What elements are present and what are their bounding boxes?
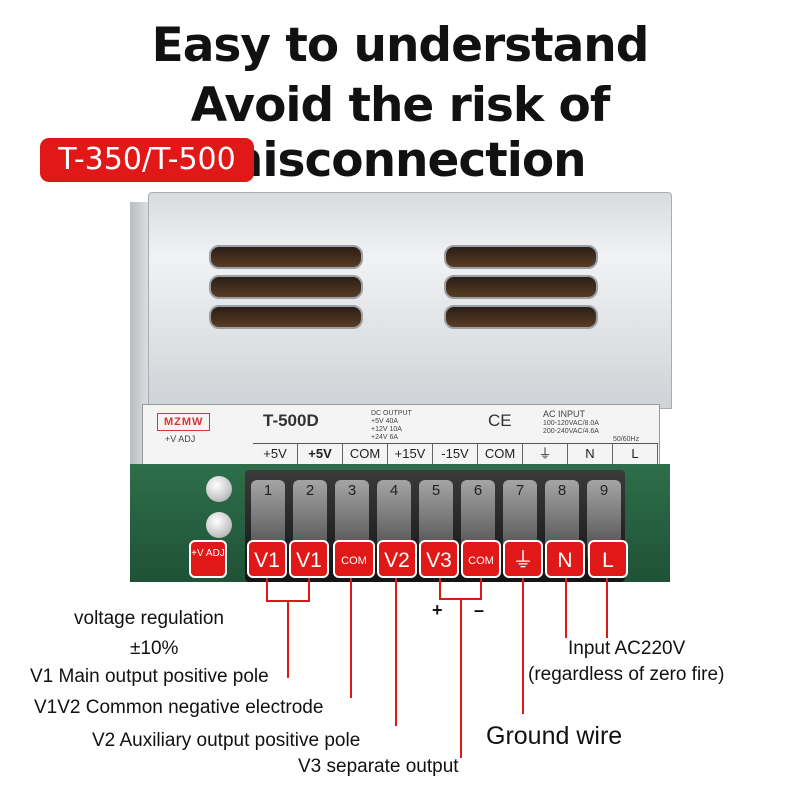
leader-line-v3-right bbox=[480, 578, 482, 600]
vent-slot bbox=[444, 245, 598, 269]
terminal-label: -15V bbox=[433, 444, 478, 464]
annotation-voltage-regulation: voltage regulation bbox=[74, 608, 224, 629]
annotation-tolerance: ±10% bbox=[130, 638, 179, 659]
terminal-label: L bbox=[613, 444, 658, 464]
terminal-number: 2 bbox=[305, 482, 315, 499]
headline-line-2: Avoid the risk of misconnection bbox=[190, 78, 611, 188]
vent-slot bbox=[444, 275, 598, 299]
annotation-v2: V2 Auxiliary output positive pole bbox=[92, 730, 361, 751]
terminal-label: COM bbox=[478, 444, 523, 464]
ac-input-title: AC INPUT bbox=[543, 409, 586, 419]
vent-slot bbox=[209, 245, 363, 269]
model-badge: T-350/T-500 bbox=[40, 138, 254, 182]
terminal-number: 3 bbox=[347, 482, 357, 499]
annotation-input: Input AC220V bbox=[568, 638, 686, 659]
polarity-minus: – bbox=[474, 600, 485, 620]
spec-label-plate: MZMW T-500D DC OUTPUT +5V 40A +12V 10A +… bbox=[142, 404, 660, 468]
adjust-potentiometer-icon bbox=[206, 512, 232, 538]
terminal-number: 5 bbox=[431, 482, 441, 499]
terminal-number: 6 bbox=[473, 482, 483, 499]
dc-output-line: +12V 10A bbox=[371, 426, 402, 433]
leader-line-v1-left bbox=[266, 578, 268, 602]
dc-output-line: +5V 40A bbox=[371, 418, 399, 425]
headline-line-1: Easy to understand bbox=[151, 18, 650, 73]
ac-input-line: 50/60Hz bbox=[613, 436, 640, 443]
annotation-v3: V3 separate output bbox=[298, 756, 459, 777]
terminal-number: 4 bbox=[389, 482, 399, 499]
leader-line-l bbox=[606, 578, 608, 638]
tag-adj: +V ADJ bbox=[189, 540, 227, 578]
terminal-label: ⏚ bbox=[523, 444, 568, 464]
leader-line-v3 bbox=[460, 598, 462, 758]
terminal-label: +5V bbox=[298, 444, 343, 464]
annotation-v1v2-common: V1V2 Common negative electrode bbox=[34, 697, 324, 718]
tag-com: COM bbox=[461, 540, 501, 578]
ce-mark: CE bbox=[488, 411, 512, 430]
ac-input-line: 200-240VAC/4.6A bbox=[543, 428, 599, 435]
psu-model-text: T-500D bbox=[263, 411, 319, 430]
annotation-input-note: (regardless of zero fire) bbox=[528, 664, 725, 685]
leader-line-ground bbox=[522, 578, 524, 714]
vent-slot bbox=[209, 275, 363, 299]
dc-output-line: +24V 6A bbox=[371, 434, 399, 441]
ac-input-line: 100-120VAC/8.0A bbox=[543, 420, 599, 427]
vent-slot bbox=[444, 305, 598, 329]
brand-logo: MZMW bbox=[157, 413, 211, 431]
tag-v1: V1 bbox=[247, 540, 287, 578]
tag-v2: V2 bbox=[377, 540, 417, 578]
annotation-v1: V1 Main output positive pole bbox=[30, 666, 269, 687]
terminal-label: N bbox=[568, 444, 613, 464]
dc-output-title: DC OUTPUT bbox=[371, 410, 412, 417]
power-supply-photo: MZMW T-500D DC OUTPUT +5V 40A +12V 10A +… bbox=[130, 192, 672, 587]
psu-cover bbox=[148, 192, 672, 409]
leader-line-v1-right bbox=[308, 578, 310, 602]
terminal-label: +15V bbox=[388, 444, 433, 464]
terminal-number: 7 bbox=[515, 482, 525, 499]
tag-l: L bbox=[588, 540, 628, 578]
adj-label: +V ADJ bbox=[165, 434, 196, 444]
tag-n: N bbox=[545, 540, 585, 578]
tag-v3: V3 bbox=[419, 540, 459, 578]
leader-line-v2 bbox=[395, 578, 397, 726]
leader-line-v1 bbox=[287, 600, 289, 678]
leader-line-n bbox=[565, 578, 567, 638]
terminal-label-row: +5V +5V COM +15V -15V COM ⏚ N L bbox=[253, 443, 658, 464]
terminal-number: 8 bbox=[557, 482, 567, 499]
terminal-label: +5V bbox=[253, 444, 298, 464]
tag-v1: V1 bbox=[289, 540, 329, 578]
leader-line-com bbox=[350, 578, 352, 698]
terminal-number: 1 bbox=[263, 482, 273, 499]
tag-com: COM bbox=[333, 540, 375, 578]
annotation-ground: Ground wire bbox=[486, 722, 623, 750]
vent-slot bbox=[209, 305, 363, 329]
tag-ground: ⏚ bbox=[503, 540, 543, 578]
terminal-label: COM bbox=[343, 444, 388, 464]
leader-line-v3-left bbox=[439, 578, 441, 600]
polarity-plus: + bbox=[432, 600, 443, 620]
adjust-potentiometer-icon bbox=[206, 476, 232, 502]
terminal-number: 9 bbox=[599, 482, 609, 499]
